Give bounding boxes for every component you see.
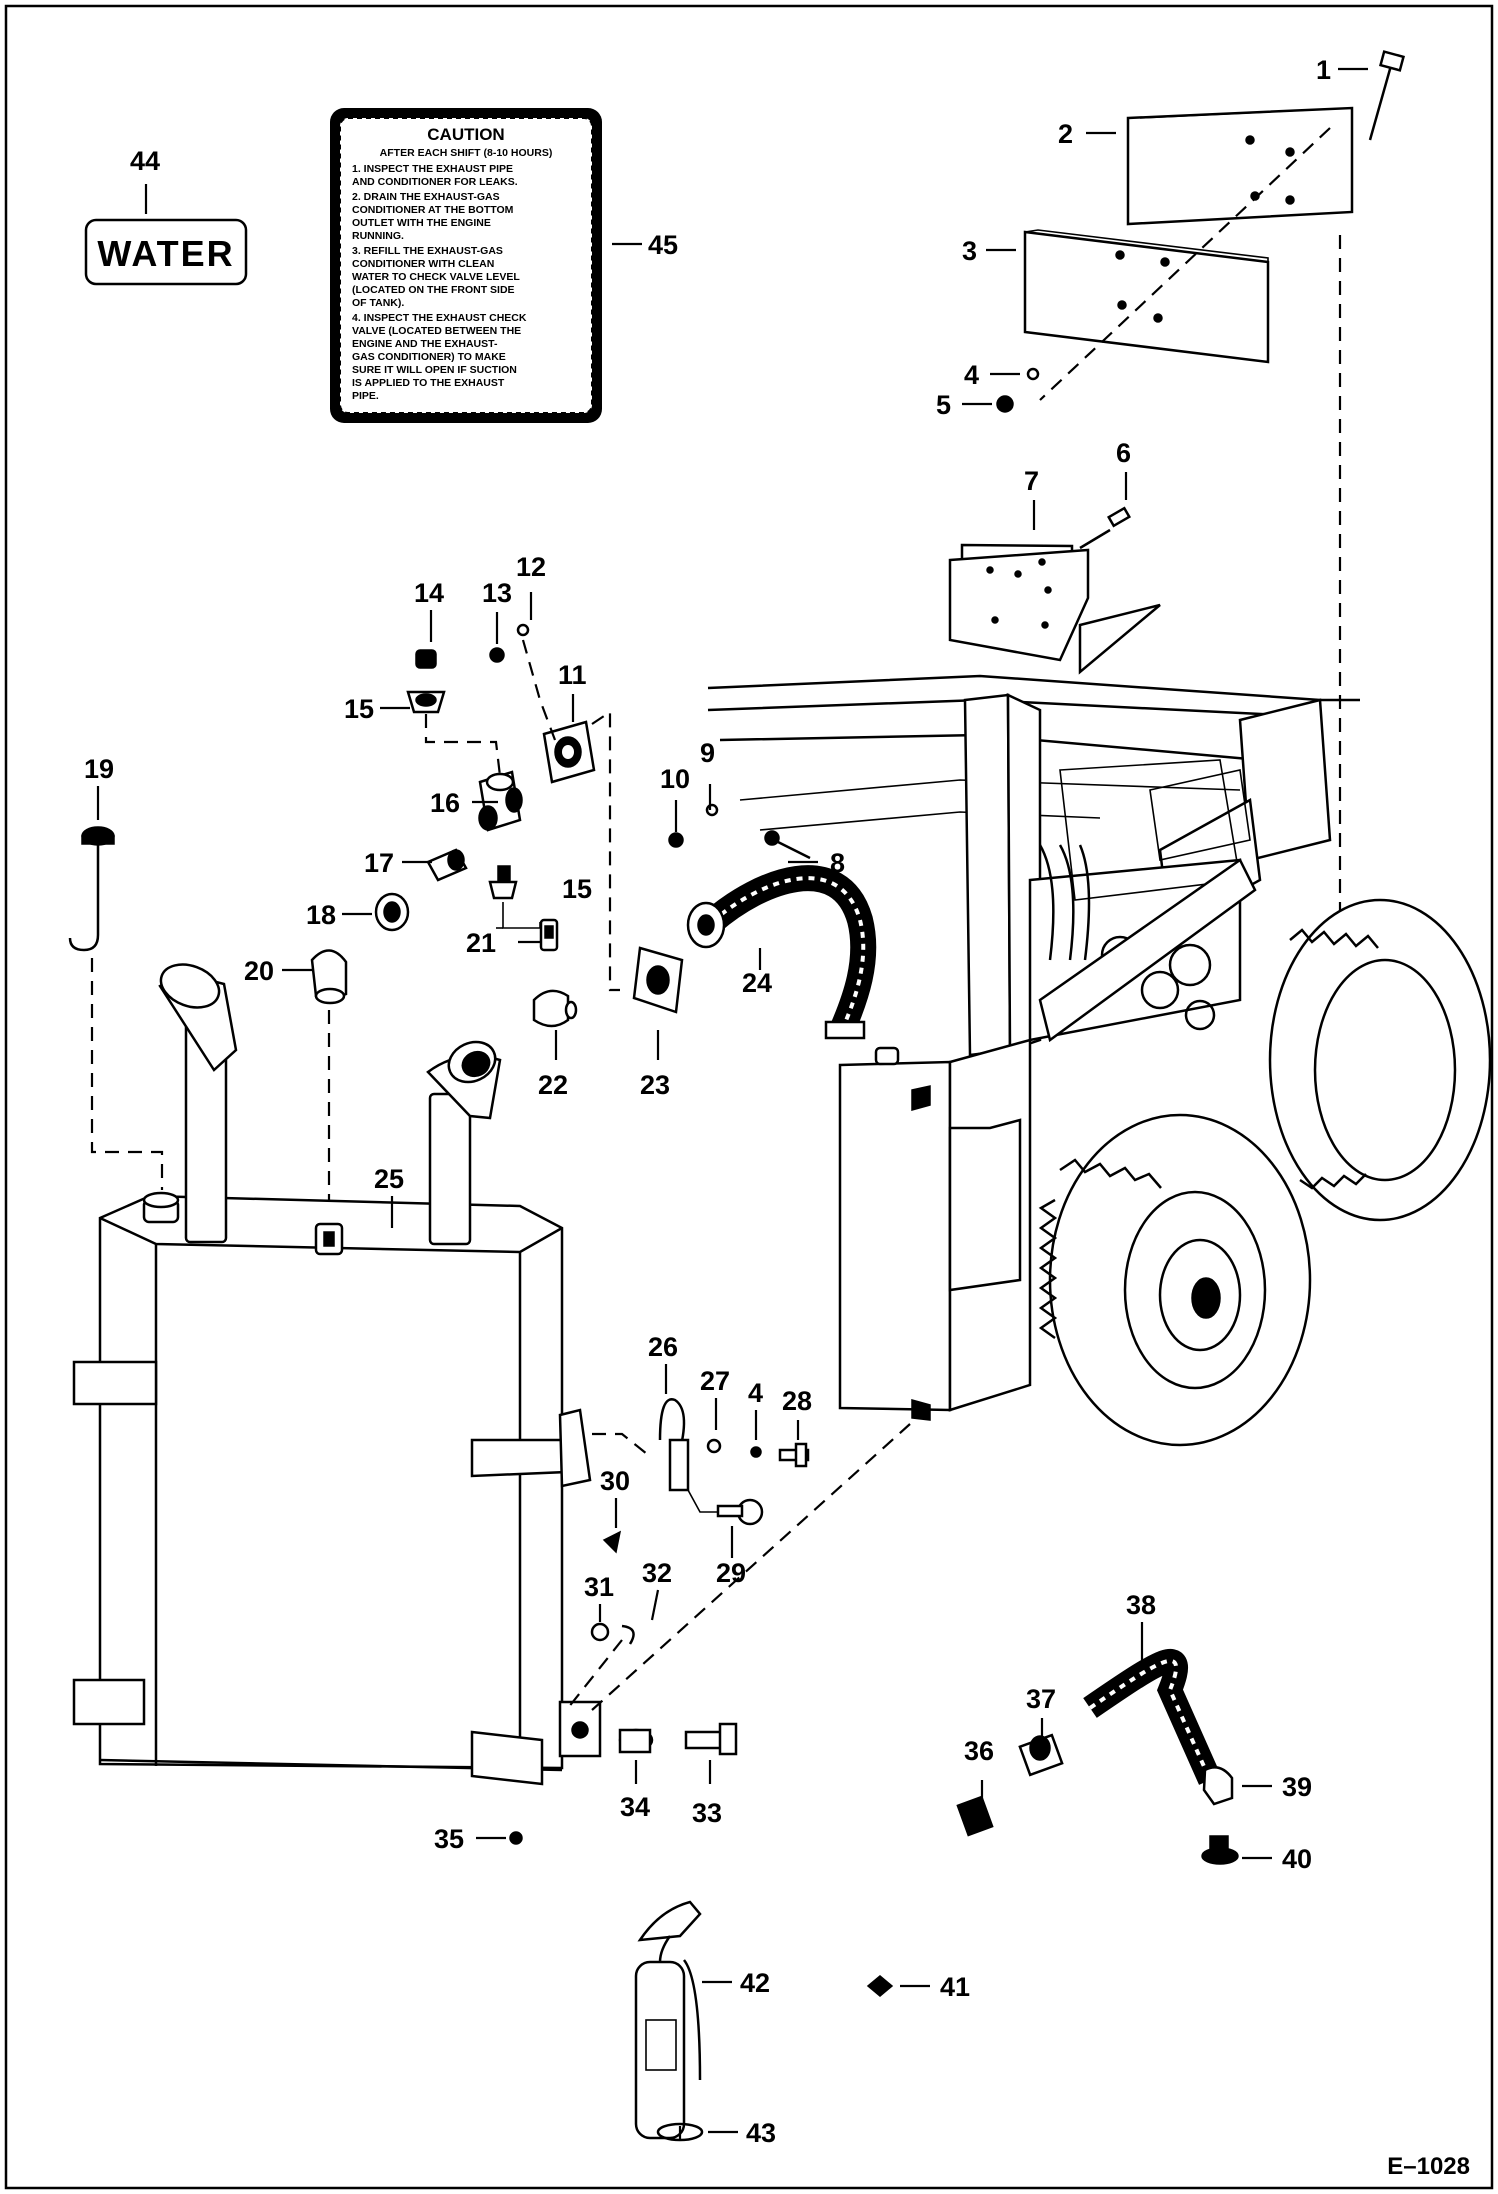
check-valve-assembly (310, 649, 578, 1210)
caution-line: ENGINE AND THE EXHAUST- (352, 338, 498, 350)
mounting-bracket (948, 506, 1161, 675)
callout-40: 40 (1282, 1844, 1312, 1874)
caution-heading: AFTER EACH SHIFT (8-10 HOURS) (380, 147, 553, 159)
caution-line: GAS CONDITIONER) TO MAKE (352, 351, 506, 363)
page-border (4, 4, 1494, 2190)
caution-line: 2. DRAIN THE EXHAUST-GAS (352, 191, 500, 203)
callout-4b: 4 (748, 1378, 763, 1408)
water-decal-text: WATER (97, 233, 234, 274)
caution-line: (LOCATED ON THE FRONT SIDE (352, 284, 515, 296)
callout-6: 6 (1116, 438, 1131, 468)
callout-8: 8 (830, 848, 845, 878)
callout-35: 35 (434, 1824, 464, 1854)
callout-11: 11 (558, 660, 587, 690)
caution-line: IS APPLIED TO THE EXHAUST (352, 377, 505, 389)
callout-33: 33 (692, 1798, 722, 1828)
water-decal: WATER (84, 218, 248, 286)
fire-extinguisher (634, 1900, 894, 2142)
fill-cap-dipstick (68, 826, 164, 1190)
callout-31: 31 (584, 1572, 614, 1602)
mounting-hardware (509, 1398, 911, 1845)
callout-7: 7 (1024, 466, 1039, 496)
callout-13: 13 (482, 578, 512, 608)
callout-29: 29 (716, 1558, 746, 1588)
callout-18: 18 (306, 900, 336, 930)
callout-22: 22 (538, 1070, 568, 1100)
exhaust-hose (489, 623, 877, 1040)
callout-15: 15 (344, 694, 374, 724)
callout-21: 21 (466, 928, 496, 958)
callout-15b: 15 (562, 874, 592, 904)
callout-30: 30 (600, 1466, 630, 1496)
drain-hose-kit (956, 1649, 1239, 1865)
caution-line: 1. INSPECT THE EXHAUST PIPE (352, 163, 513, 175)
callout-38: 38 (1126, 1590, 1156, 1620)
caution-line: PIPE. (352, 390, 379, 402)
callout-45: 45 (648, 230, 678, 260)
callout-42: 42 (740, 1968, 770, 1998)
callout-37: 37 (1026, 1684, 1056, 1714)
callout-41: 41 (940, 1972, 970, 2002)
caution-line: SURE IT WILL OPEN IF SUCTION (352, 364, 517, 376)
callout-5: 5 (936, 390, 951, 420)
callout-10: 10 (660, 764, 690, 794)
callout-36: 36 (964, 1736, 994, 1766)
callout-leaders (96, 67, 1368, 2134)
callout-43: 43 (746, 2118, 776, 2148)
callout-20: 20 (244, 956, 274, 986)
callout-32: 32 (642, 1558, 672, 1588)
callout-4: 4 (964, 360, 979, 390)
callout-25: 25 (374, 1164, 404, 1194)
callout-34: 34 (620, 1792, 650, 1822)
callout-1: 1 (1316, 55, 1331, 85)
caution-line: 3. REFILL THE EXHAUST-GAS (352, 245, 503, 257)
caution-decal: CAUTION AFTER EACH SHIFT (8-10 HOURS) 1.… (330, 108, 602, 423)
callout-16: 16 (430, 788, 460, 818)
conditioner-tank (72, 963, 602, 1786)
callout-28: 28 (782, 1386, 812, 1416)
caution-line: VALVE (LOCATED BETWEEN THE (352, 325, 521, 337)
caution-line: CONDITIONER AT THE BOTTOM (352, 204, 514, 216)
caution-line: WATER TO CHECK VALVE LEVEL (352, 271, 520, 283)
callout-26: 26 (648, 1332, 678, 1362)
caution-title: CAUTION (427, 125, 504, 144)
callout-44: 44 (130, 146, 160, 176)
caution-line: OUTLET WITH THE ENGINE (352, 217, 491, 229)
callout-23: 23 (640, 1070, 670, 1100)
caution-line: 4. INSPECT THE EXHAUST CHECK (352, 312, 527, 324)
callout-17: 17 (364, 848, 394, 878)
figure-reference: E–1028 (1387, 2153, 1470, 2180)
callout-9: 9 (700, 738, 715, 768)
callout-14: 14 (414, 578, 444, 608)
caution-line: RUNNING. (352, 230, 404, 242)
callout-2: 2 (1058, 119, 1073, 149)
caution-line: OF TANK). (352, 297, 404, 309)
callout-labels: 1 2 3 4 5 6 7 8 9 10 11 12 13 14 15 15 1… (84, 55, 1331, 2148)
callout-3: 3 (962, 236, 977, 266)
caution-line: CONDITIONER WITH CLEAN (352, 258, 494, 270)
loader-machine (707, 674, 1492, 1447)
callout-12: 12 (516, 552, 546, 582)
callout-39: 39 (1282, 1772, 1312, 1802)
callout-27: 27 (700, 1366, 730, 1396)
callout-24: 24 (742, 968, 772, 998)
callout-19: 19 (84, 754, 114, 784)
counterweight-plates (996, 50, 1406, 940)
caution-line: AND CONDITIONER FOR LEAKS. (352, 176, 518, 188)
